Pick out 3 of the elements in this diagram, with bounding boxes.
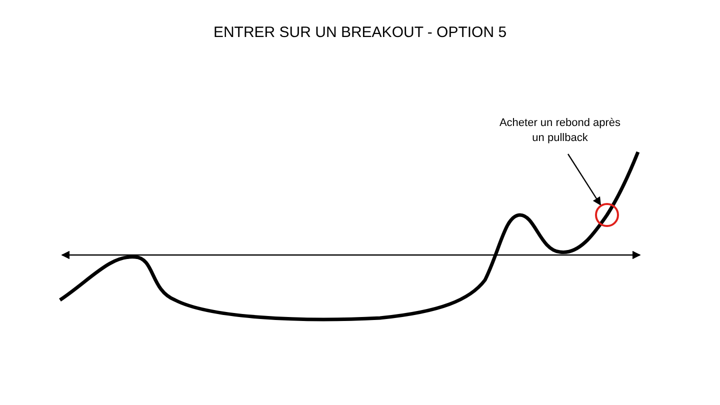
annotation-text: Acheter un rebond après un pullback [498, 116, 622, 146]
title: ENTRER SUR UN BREAKOUT - OPTION 5 [212, 23, 508, 43]
arrow [568, 154, 602, 206]
